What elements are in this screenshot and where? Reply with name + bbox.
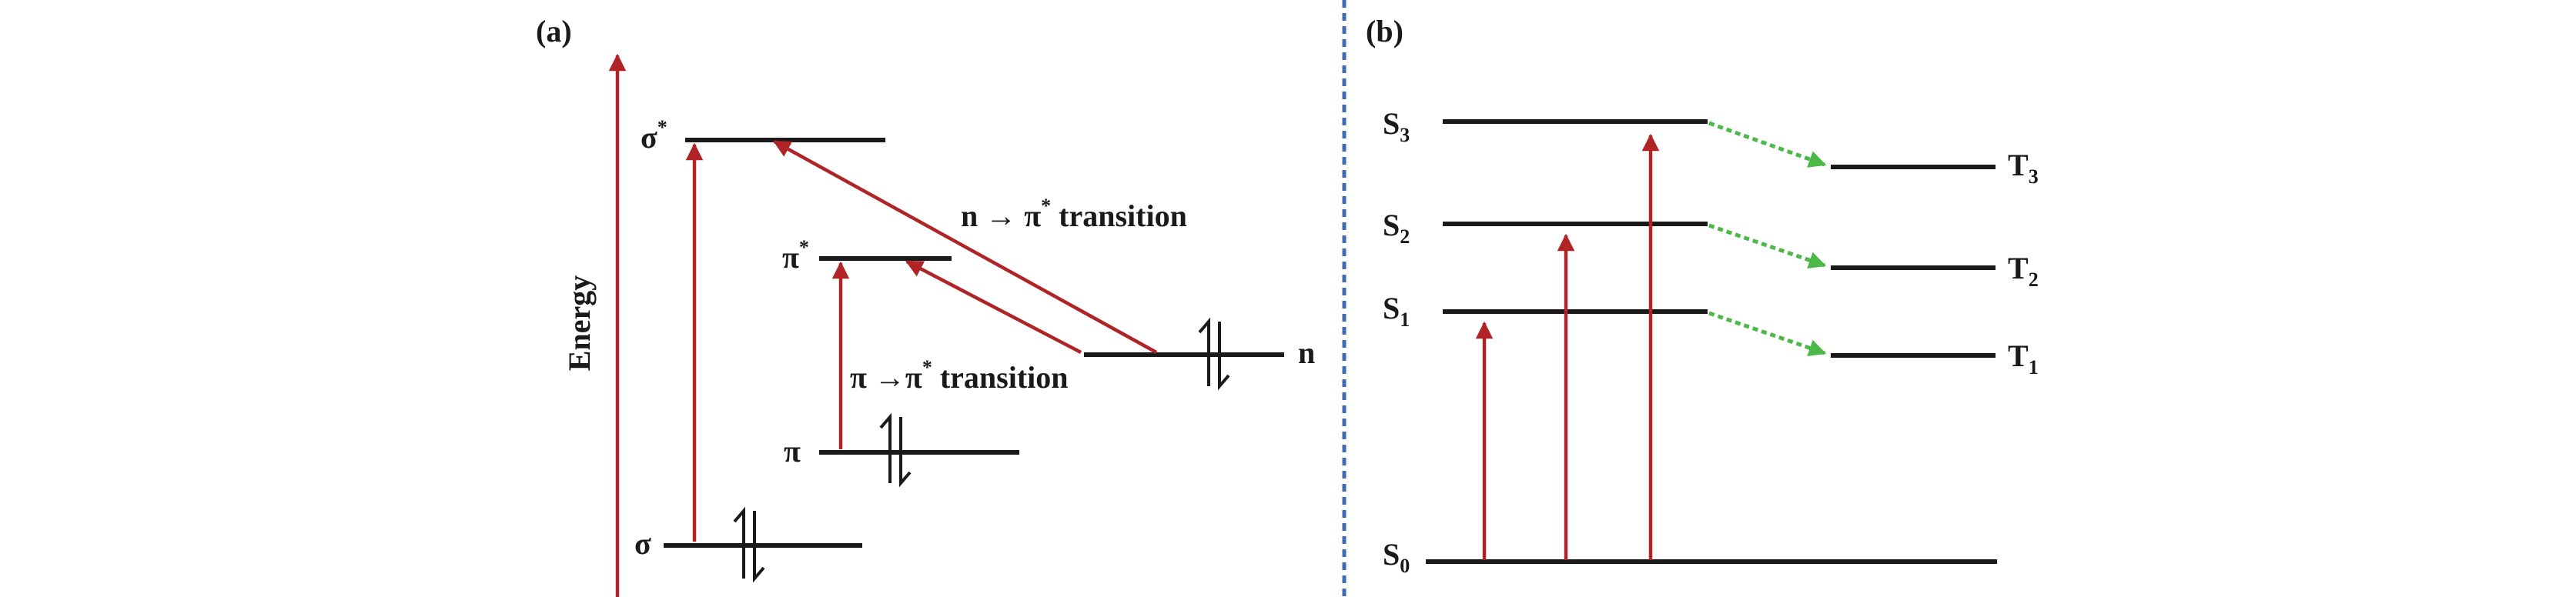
n-label: n: [1298, 335, 1315, 370]
panel-a-tag: (a): [536, 14, 572, 48]
s2-t2-isc-arrow: [1708, 223, 1827, 268]
n-pi-star-transition-label: n → π* transition: [961, 195, 1187, 233]
t3-label: T3: [2008, 148, 2039, 188]
panel-b-tag: (b): [1366, 14, 1403, 48]
s1-t1-isc-arrow: [1708, 311, 1827, 356]
s0-label: S0: [1383, 537, 1410, 577]
n-sigma-star-arrow: [773, 140, 1158, 354]
electron-pair-sigma: [733, 506, 765, 583]
electron-pair-pi: [879, 412, 912, 488]
n-pi-star-arrow: [905, 260, 1082, 354]
t1-label: T1: [2008, 339, 2039, 379]
t2-label: T2: [2008, 251, 2039, 291]
sigma-label: σ: [634, 526, 651, 561]
pi-pi-star-transition-label: π →π* transition: [850, 356, 1069, 395]
panel-b: (b) S3 S2 S1 S0 T3 T2 T1: [1366, 14, 2039, 577]
panel-a: (a) Energy σ* π* n π σ: [536, 14, 1315, 597]
energy-axis-label: Energy: [562, 275, 597, 371]
s3-label: S3: [1383, 106, 1410, 146]
sigma-star-label: σ*: [641, 116, 667, 155]
pi-star-label: π*: [782, 236, 809, 275]
electron-pair-n: [1198, 317, 1230, 391]
pi-label: π: [784, 434, 801, 469]
s3-t3-isc-arrow: [1708, 121, 1827, 168]
s2-label: S2: [1383, 208, 1410, 248]
s1-label: S1: [1383, 291, 1410, 331]
